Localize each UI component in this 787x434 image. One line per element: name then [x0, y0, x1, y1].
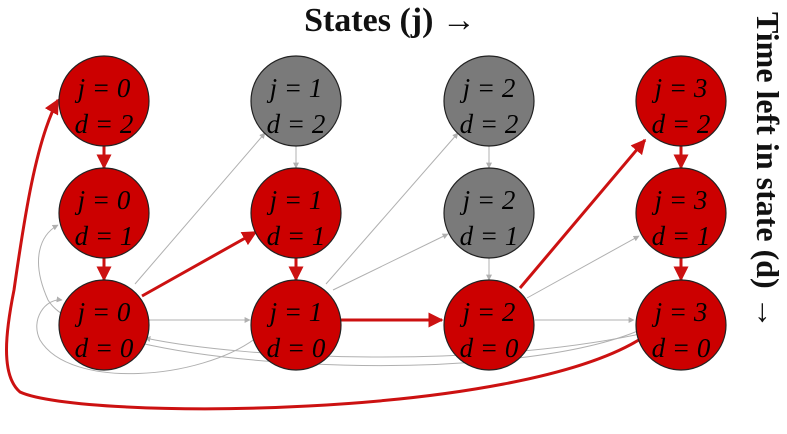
node-j-label: j = 2: [460, 297, 516, 327]
edge-n10-n21: [332, 233, 449, 291]
node-d-label: d = 1: [652, 221, 711, 251]
active-edges: [5, 98, 689, 411]
state-node-circle: [443, 55, 535, 147]
node-d-label: d = 1: [460, 221, 519, 251]
state-node-circle: [635, 167, 727, 259]
edge-n20-n32: [518, 138, 647, 289]
state-node-circle: [443, 279, 535, 371]
node-d-label: d = 0: [267, 333, 326, 363]
edge-n30-n00: [144, 333, 641, 358]
state-node-circle: [443, 167, 535, 259]
edge-n20-n31: [526, 235, 640, 299]
state-node-circle: [58, 55, 150, 147]
node-n22: j = 2 d = 2: [443, 55, 535, 147]
time-left-axis-title: Time left in state (d) →: [750, 12, 786, 329]
node-d-label: d = 0: [652, 333, 711, 363]
node-n30: j = 3 d = 0: [635, 279, 727, 371]
edge-n10-n00: [36, 296, 257, 375]
edge-n00-n11: [141, 230, 258, 298]
state-node-circle: [58, 279, 150, 371]
edge-n10-n22: [325, 132, 459, 285]
state-node-circle: [635, 55, 727, 147]
node-n02: j = 0 d = 2: [58, 55, 150, 147]
node-d-label: d = 2: [652, 109, 711, 139]
node-j-label: j = 0: [75, 73, 131, 103]
state-node-circle: [250, 167, 342, 259]
node-j-label: j = 2: [460, 185, 516, 215]
node-j-label: j = 2: [460, 73, 516, 103]
node-d-label: d = 1: [267, 221, 326, 251]
node-d-label: d = 2: [267, 109, 326, 139]
node-j-label: j = 1: [267, 297, 323, 327]
node-n01: j = 0 d = 1: [58, 167, 150, 259]
node-n10: j = 1 d = 0: [250, 279, 342, 371]
node-j-label: j = 3: [652, 185, 708, 215]
node-d-label: d = 1: [75, 221, 134, 251]
node-j-label: j = 0: [75, 185, 131, 215]
node-n21: j = 2 d = 1: [443, 167, 535, 259]
node-d-label: d = 0: [75, 333, 134, 363]
node-j-label: j = 1: [267, 73, 323, 103]
node-j-label: j = 1: [267, 185, 323, 215]
node-j-label: j = 3: [652, 73, 708, 103]
node-d-label: d = 2: [460, 109, 519, 139]
node-j-label: j = 0: [75, 297, 131, 327]
state-node-circle: [250, 55, 342, 147]
edge-n30-n02: [5, 98, 646, 411]
state-node-circle: [250, 279, 342, 371]
state-node-circle: [635, 279, 727, 371]
node-n00: j = 0 d = 0: [58, 279, 150, 371]
node-d-label: d = 0: [460, 333, 519, 363]
node-j-label: j = 3: [652, 297, 708, 327]
states-axis-title: States (j) →: [304, 2, 476, 39]
node-n20: j = 2 d = 0: [443, 279, 535, 371]
node-n12: j = 1 d = 2: [250, 55, 342, 147]
state-node-circle: [58, 167, 150, 259]
edge-n00-n12: [134, 132, 266, 285]
node-d-label: d = 2: [75, 109, 134, 139]
node-n32: j = 3 d = 2: [635, 55, 727, 147]
node-n11: j = 1 d = 1: [250, 167, 342, 259]
node-n31: j = 3 d = 1: [635, 167, 727, 259]
